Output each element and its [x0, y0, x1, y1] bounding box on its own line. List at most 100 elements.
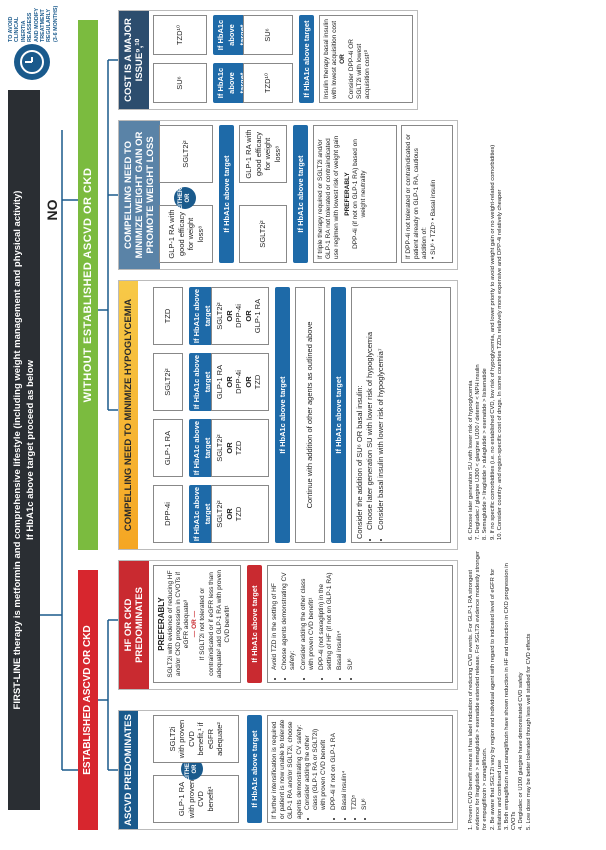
hf-preferred-box: PREFERABLY SGLT2i with evidence of reduc…	[153, 565, 241, 683]
weight-preferred-text: DPP-4i (if not on GLP-1 RA) based on wei…	[351, 139, 368, 249]
hf-followup-item: Consider adding the other class with pro…	[300, 569, 316, 670]
hypo-tier2-or: OR	[243, 310, 253, 322]
hypo-su-basal-intro: Consider the addition of SU⁶ OR basal in…	[355, 385, 364, 539]
weight-dpp4-box: If DPP-4i not tolerated or contraindicat…	[401, 125, 453, 263]
hf-followup-list: Avoid TZD in the setting of HF Choose ag…	[271, 569, 355, 679]
hf-followup-item: Basal insulin⁴	[336, 569, 344, 670]
ascvd-followup-item: Consider adding the other class (GLP-1 R…	[304, 719, 329, 810]
reassess-text: TO AVOID CLINICAL INERTIA REASSESS AND M…	[8, 5, 59, 42]
hypo-tier2-text: SGLT2i²	[215, 434, 224, 462]
hypo-pill-wide-2: If HbA1c above target	[331, 287, 346, 543]
ascvd-followup-list: Consider adding the other class (GLP-1 R…	[304, 719, 369, 819]
cost-dpp4-sglt2-text: Consider DPP-4i OR SGLT2i with lowest ac…	[347, 39, 372, 99]
hypo-tier1-sglt2: SGLT2i²	[153, 353, 183, 411]
footnotes-left: 1. Proven CVD benefit means it has label…	[468, 550, 598, 830]
hypo-tier2-text: TZD	[234, 440, 243, 456]
hypo-continue-box: Continue with addition of other agents a…	[295, 287, 325, 543]
hf-followup-item: Avoid TZD in the setting of HF	[271, 569, 279, 670]
clock-icon	[14, 44, 50, 80]
or-label: OR	[192, 764, 198, 774]
weight-dpp4-item: SU⁶	[429, 243, 437, 255]
cost-tier2-su: SU⁶	[243, 15, 293, 55]
footnote: 6. Choose later generation SU with lower…	[468, 380, 474, 541]
hf-or-divider: — OR —	[191, 610, 199, 638]
weight-dpp4-items: • SU⁶ • TZD⁵ • Basal insulin	[429, 179, 437, 259]
hf-followup-item: Choose agents demonstrating CV safety:	[281, 569, 297, 670]
ascvd-followup-item: DPP-4i if not on GLP-1 RA	[330, 719, 338, 810]
cost-title: COST IS A MAJOR ISSUE⁹,¹⁰	[119, 11, 149, 109]
hypo-tier2-text: GLP-1 RA	[215, 364, 224, 400]
ascvd-column: ASCVD PREDOMINATES GLP-1 RA with proven …	[118, 710, 458, 830]
hf-preferably-label: PREFERABLY	[157, 597, 166, 651]
hypo-tier2-box: SGLT2i² OR DPP-4i OR GLP-1 RA	[211, 287, 269, 345]
hypo-tier2-text: SGLT2i²	[215, 302, 224, 330]
hypo-tier1-dpp4: DPP-4i	[153, 485, 183, 543]
footnote: 5. Low dose may be better tolerated thou…	[525, 633, 532, 830]
either-or-badge: EITHER/ OR	[174, 186, 196, 210]
hf-preferred-text: SGLT2i with evidence of reducing HF and/…	[166, 570, 190, 678]
hypo-tier2-or: OR	[224, 508, 234, 520]
hf-ckd-column: HF OR CKD PREDOMINATES PREFERABLY SGLT2i…	[118, 560, 458, 690]
hypoglycemia-column: COMPELLING NEED TO MINIMIZE HYPOGLYCEMIA…	[118, 280, 458, 550]
hypo-tier2-box: SGLT2i² OR TZD	[211, 485, 269, 543]
cost-insulin-box: Insulin therapy basal insulin with lowes…	[319, 15, 413, 103]
ascvd-title: ASCVD PREDOMINATES	[119, 711, 138, 829]
weight-sglt2-option: SGLT2i²	[159, 125, 213, 183]
hypo-tier2-text: DPP-4i	[234, 304, 243, 328]
no-label: NO	[44, 199, 60, 221]
weight-tier2-glp1: GLP-1 RA with good efficacy for weight l…	[239, 125, 287, 183]
hypo-tier2-or: OR	[224, 310, 234, 322]
ascvd-followup-item: TZD⁵	[351, 719, 359, 810]
ascvd-hba1c-pill: If HbA1c above target	[247, 715, 262, 823]
hypo-tier2-box: GLP-1 RA OR DPP-4i OR TZD	[211, 353, 269, 411]
cost-tier1-su: SU⁶	[153, 63, 207, 103]
weight-dpp4-text: If DPP-4i not tolerated or contraindicat…	[405, 133, 429, 259]
weight-title: COMPELLING NEED TO MINIMIZE WEIGHT GAIN …	[119, 121, 160, 269]
hf-followup-item: SU⁶	[347, 569, 355, 670]
reassess-badge: TO AVOID CLINICAL INERTIA REASSESS AND M…	[4, 6, 64, 80]
weight-dpp4-item: Basal insulin	[429, 179, 437, 217]
hf-followup-box: Avoid TZD in the setting of HF Choose ag…	[267, 565, 453, 683]
cost-tier1-tzd: TZD¹⁰	[153, 15, 207, 55]
cost-hba1c-pill-2: If HbA1c above target	[299, 15, 314, 103]
ascvd-followup-box: If further intensification is required o…	[267, 715, 453, 823]
weight-hba1c-pill: If HbA1c above target	[219, 125, 234, 263]
or-label: OR	[185, 193, 191, 203]
hba1c-proceed-text: If HbA1c above target proceed as below	[25, 359, 36, 541]
hypo-tier2-text: SGLT2i²	[215, 500, 224, 528]
footnote: 8. Semaglutide > liraglutide > dulagluti…	[482, 368, 489, 540]
ascvd-sglt2-option: SGLT2i with proven CVD benefit,¹ if eGFR…	[153, 715, 239, 763]
footnote: 7. Degludec / glargine U300 < glargine U…	[475, 364, 482, 540]
cost-tier2-tzd: TZD¹⁰	[243, 63, 293, 103]
hypo-su-basal-item: Choose later generation SU with lower ri…	[365, 291, 375, 530]
established-ascvd-band: ESTABLISHED ASCVD OR CKD	[78, 570, 98, 830]
footnote: 9. If no specific comorbidities (i.e. no…	[489, 144, 496, 540]
hypo-pill-wide: If HbA1c above target	[275, 287, 290, 543]
weight-triple-text: If triple therapy required or SGLT2i and…	[317, 135, 341, 259]
hypo-tier2-box: SGLT2i² OR TZD	[211, 419, 269, 477]
hypo-tier2-text: TZD	[253, 374, 262, 390]
without-ascvd-band: WITHOUT ESTABLISHED ASCVD OR CKD	[78, 20, 98, 550]
hypo-tier2-or: OR	[224, 376, 234, 388]
ascvd-glp1-option: GLP-1 RA with proven CVD benefit¹	[153, 775, 239, 823]
cost-or-label: OR	[339, 54, 347, 64]
hypo-tier1-tzd: TZD	[153, 287, 183, 345]
hf-hba1c-pill: If HbA1c above target	[247, 565, 262, 683]
cost-column: COST IS A MAJOR ISSUE⁹,¹⁰ SU⁶ TZD¹⁰ If H…	[118, 10, 418, 110]
hypo-su-basal-list: Choose later generation SU with lower ri…	[365, 291, 386, 539]
hypo-tier1-glp1: GLP-1 RA	[153, 419, 183, 477]
weight-triple-box: If triple therapy required or SGLT2i and…	[313, 125, 397, 263]
either-label: EITHER/	[178, 186, 184, 210]
ascvd-followup-item: SU⁶	[361, 719, 369, 810]
ascvd-followup-item: Basal insulin⁴	[341, 719, 349, 810]
weight-glp1-option: GLP-1 RA with good efficacy for weight l…	[159, 205, 213, 263]
footnote: 1. Proven CVD benefit means it has label…	[468, 551, 489, 830]
hf-followup-item: DPP-4i (not saxagliptin) in the setting …	[318, 569, 334, 670]
weight-tier2-sglt2: SGLT2i²	[239, 205, 287, 263]
hypo-tier2-text: GLP-1 RA	[253, 298, 262, 334]
hypo-su-basal-item: Consider basal insulin with lower risk o…	[376, 291, 386, 530]
weight-hba1c-pill-2: If HbA1c above target	[293, 125, 308, 263]
